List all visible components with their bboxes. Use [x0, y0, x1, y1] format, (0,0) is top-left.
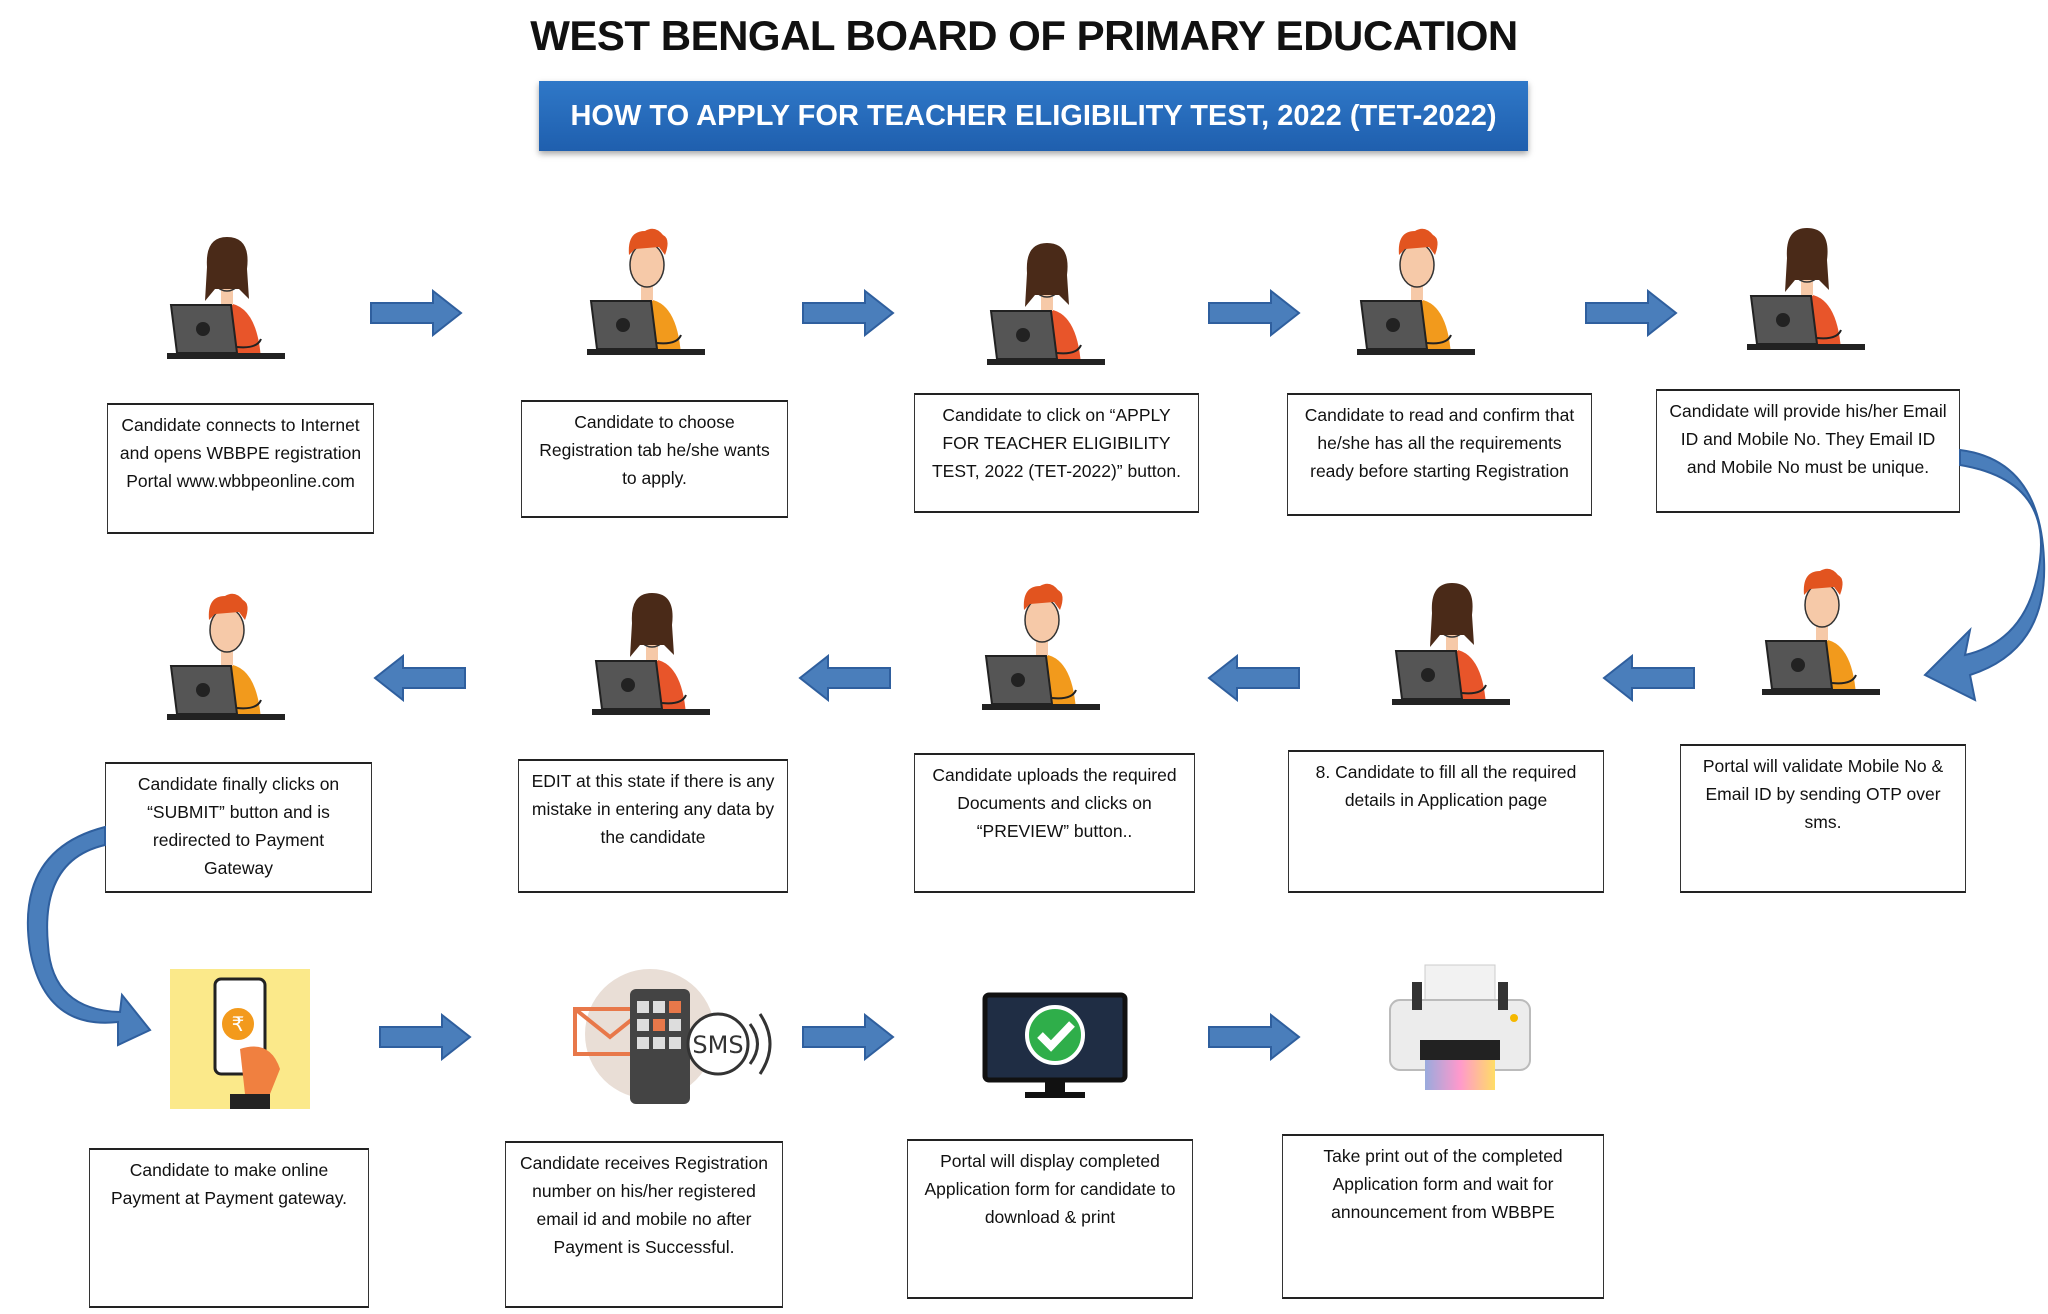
woman-laptop-icon [1745, 220, 1875, 365]
step-box-5: Candidate will provide his/her Email ID … [1656, 389, 1960, 513]
sms-email-icon: SMS [555, 969, 785, 1114]
monitor-check-icon [980, 990, 1130, 1110]
step-box-14: Take print out of the completed Applicat… [1282, 1134, 1604, 1299]
step-box-9: EDIT at this state if there is any mista… [518, 759, 788, 893]
step-box-12: Candidate receives Registration number o… [505, 1141, 783, 1308]
woman-laptop-icon [1390, 575, 1520, 720]
arrow-right-icon [1584, 288, 1679, 342]
arrow-left-icon [798, 653, 893, 707]
arrow-right-icon [369, 288, 464, 342]
man-laptop-icon [165, 590, 295, 735]
woman-laptop-icon [590, 585, 720, 730]
step-box-10: Candidate finally clicks on “SUBMIT” but… [105, 762, 372, 893]
step-box-1: Candidate connects to Internet and opens… [107, 403, 374, 534]
mobile-payment-icon: ₹ [170, 969, 310, 1114]
step-box-11: Candidate to make online Payment at Paym… [89, 1148, 369, 1308]
step-box-2: Candidate to choose Registration tab he/… [521, 400, 788, 518]
step-box-13: Portal will display completed Applicatio… [907, 1139, 1193, 1299]
banner-heading: HOW TO APPLY FOR TEACHER ELIGIBILITY TES… [539, 81, 1528, 151]
arrow-right-icon [1207, 1012, 1302, 1066]
man-laptop-icon [585, 225, 715, 370]
arrow-right-icon [378, 1012, 473, 1066]
step-box-4: Candidate to read and confirm that he/sh… [1287, 393, 1592, 516]
printer-icon [1380, 960, 1540, 1110]
svg-text:₹: ₹ [232, 1012, 245, 1036]
woman-laptop-icon [985, 235, 1115, 380]
arrow-right-icon [801, 288, 896, 342]
arrow-right-icon [1207, 288, 1302, 342]
man-laptop-icon [1760, 565, 1890, 710]
arrow-left-icon [373, 653, 468, 707]
man-laptop-icon [1355, 225, 1485, 370]
page-title: WEST BENGAL BOARD OF PRIMARY EDUCATION [530, 12, 1518, 59]
step-box-7: 8. Candidate to fill all the required de… [1288, 750, 1604, 893]
man-laptop-icon [980, 580, 1110, 725]
step-box-8: Candidate uploads the required Documents… [914, 753, 1195, 893]
sms-label: SMS [692, 1031, 743, 1059]
arrow-right-icon [801, 1012, 896, 1066]
step-box-3: Candidate to click on “APPLY FOR TEACHER… [914, 393, 1199, 513]
arrow-left-icon [1207, 653, 1302, 707]
arrow-left-icon [1602, 653, 1697, 707]
step-box-6: Portal will validate Mobile No & Email I… [1680, 744, 1966, 893]
woman-laptop-icon [165, 229, 295, 374]
